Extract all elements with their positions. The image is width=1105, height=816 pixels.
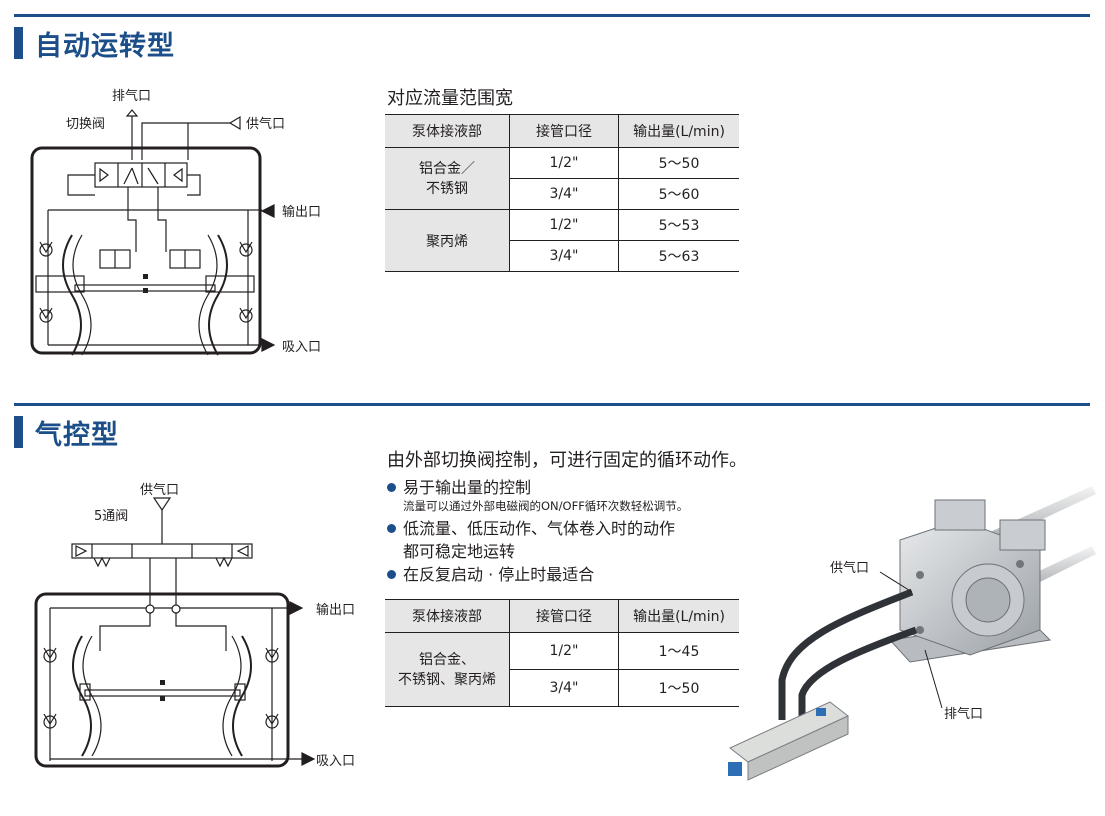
flow-cell: 1～45 [618, 632, 739, 670]
air-pneumatic-diagram: 供气口 5通阀 输出口 吸入口 [34, 482, 355, 769]
feature-item: 在反复启动 · 停止时最适合 [387, 563, 767, 586]
flow-cell: 5～60 [618, 178, 739, 210]
photo-label-exhaust: 排气口 [944, 706, 983, 722]
table-row: 3/4" 5～63 [385, 240, 739, 272]
label-supply: 供气口 [140, 482, 179, 498]
feature-item: 易于输出量的控制 流量可以通过外部电磁阀的ON/OFF循环次数轻松调节。 [387, 476, 767, 513]
air-spec-table: 泵体接液部 接管口径 输出量(L/min) 铝合金、 不锈钢、聚丙烯 1/2" … [385, 599, 739, 707]
table-header-row: 泵体接液部 接管口径 输出量(L/min) [385, 599, 739, 633]
label-inlet: 吸入口 [282, 340, 321, 355]
port-cell: 1/2" [509, 209, 619, 241]
flow-cell: 5～63 [618, 240, 739, 272]
table-row: 铝合金／ 不锈钢 1/2" 5～50 [385, 147, 739, 210]
col-material: 泵体接液部 [385, 599, 510, 633]
col-port: 接管口径 [509, 599, 619, 633]
port-cell: 3/4" [509, 178, 619, 210]
material-cell: 铝合金、 不锈钢、聚丙烯 [385, 632, 510, 707]
label-supply: 供气口 [246, 116, 285, 132]
bullet-dot-icon [387, 570, 396, 579]
material-cell: 聚丙烯 [385, 209, 510, 272]
table-row: 3/4" 5～60 [385, 178, 739, 210]
section-title-auto: 自动运转型 [35, 31, 175, 62]
table-row: 铝合金、 不锈钢、聚丙烯 1/2" 1～45 [385, 632, 739, 707]
label-inlet: 吸入口 [316, 754, 355, 769]
port-cell: 1/2" [509, 632, 619, 670]
label-outlet: 输出口 [316, 602, 355, 618]
section-mark-auto [14, 27, 23, 59]
material-cell: 铝合金／ 不锈钢 [385, 147, 510, 210]
feature-text: 易于输出量的控制 [403, 478, 532, 497]
col-material: 泵体接液部 [385, 114, 510, 148]
flow-cell: 1～50 [618, 669, 739, 707]
auto-spec-table: 泵体接液部 接管口径 输出量(L/min) 铝合金／ 不锈钢 1/2" 5～50… [385, 114, 739, 272]
section-mark-air [14, 416, 23, 448]
col-flow: 输出量(L/min) [618, 599, 739, 633]
feature-note: 流量可以通过外部电磁阀的ON/OFF循环次数轻松调节。 [403, 499, 689, 513]
label-exhaust: 排气口 [112, 88, 151, 104]
air-subtitle: 由外部切换阀控制，可进行固定的循环动作。 [387, 450, 747, 471]
section-title-air: 气控型 [35, 420, 119, 451]
label-switch-valve: 切换阀 [66, 117, 105, 132]
table-row: 3/4" 1～50 [385, 669, 739, 707]
pump-product-illustration: 供气口 排气口 [728, 486, 1096, 781]
label-5port-valve: 5通阀 [94, 509, 128, 524]
col-flow: 输出量(L/min) [618, 114, 739, 148]
section-rule-air [14, 403, 1090, 406]
port-cell: 1/2" [509, 147, 619, 179]
photo-label-supply: 供气口 [830, 560, 869, 576]
bullet-dot-icon [387, 524, 396, 533]
col-port: 接管口径 [509, 114, 619, 148]
table-row: 聚丙烯 1/2" 5～53 [385, 209, 739, 272]
table-header-row: 泵体接液部 接管口径 输出量(L/min) [385, 114, 739, 148]
feature-text: 低流量、低压动作、气体卷入时的动作 [403, 519, 676, 538]
flow-cell: 5～53 [618, 209, 739, 241]
feature-list: 易于输出量的控制 流量可以通过外部电磁阀的ON/OFF循环次数轻松调节。 低流量… [387, 476, 767, 586]
bullet-dot-icon [387, 483, 396, 492]
auto-pneumatic-diagram: 排气口 切换阀 供气口 输出口 吸入口 [30, 88, 321, 356]
port-cell: 3/4" [509, 240, 619, 272]
label-outlet: 输出口 [282, 204, 321, 220]
port-cell: 3/4" [509, 669, 619, 707]
feature-text: 在反复启动 · 停止时最适合 [403, 565, 595, 584]
feature-item: 低流量、低压动作、气体卷入时的动作 都可稳定地运转 [387, 517, 767, 563]
auto-subtitle: 对应流量范围宽 [387, 88, 513, 109]
section-rule-auto [14, 14, 1090, 17]
flow-cell: 5～50 [618, 147, 739, 179]
feature-text-continued: 都可稳定地运转 [403, 542, 516, 561]
